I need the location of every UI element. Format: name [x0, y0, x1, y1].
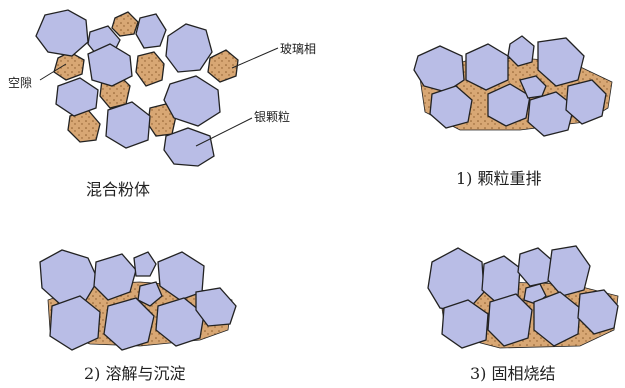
caption-mixed-powder: 混合粉体 [86, 176, 150, 200]
caption-solution-precipitation: 2) 溶解与沉淀 [84, 360, 186, 384]
panel-solid-sintering [428, 246, 618, 348]
label-silver-particle: 银颗粒 [254, 108, 290, 125]
panel-solution-precipitation [40, 250, 236, 350]
caption-rearrangement: 1) 颗粒重排 [456, 165, 542, 189]
panel-rearrangement [414, 36, 612, 136]
label-pore: 空隙 [8, 74, 32, 91]
caption-solid-sintering: 3) 固相烧结 [470, 360, 556, 384]
panel-mixed-powder [36, 10, 278, 166]
label-glass-phase: 玻璃相 [280, 40, 316, 57]
